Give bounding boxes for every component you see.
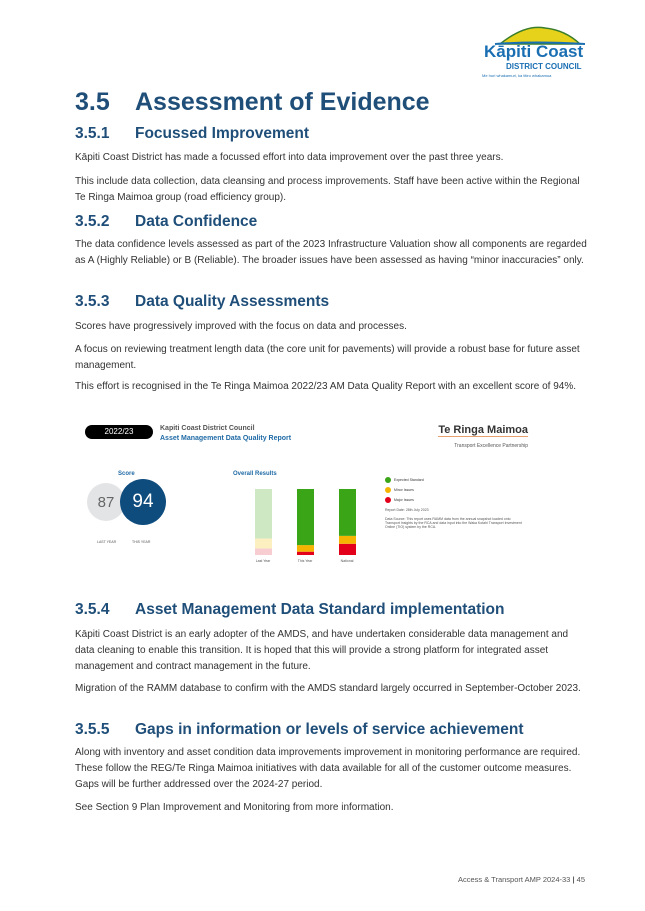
legend-item: Major Issues (385, 497, 414, 503)
paragraph: Scores have progressively improved with … (75, 321, 407, 332)
bar-major-issues (255, 548, 272, 555)
paragraph: This include data collection, data clean… (75, 176, 580, 203)
last-year-label: LAST YEAR (97, 540, 117, 544)
legend-item: Expected Standard (385, 477, 424, 483)
bar-major-issues (339, 543, 356, 555)
green-dot-icon (385, 477, 391, 483)
brand-subtitle: Transport Excellence Partnership (454, 443, 528, 449)
paragraph: This effort is recognised in the Te Ring… (75, 381, 577, 392)
page-number: 45 (576, 875, 585, 884)
year-badge: 2022/23 (85, 425, 153, 439)
results-label: Overall Results (233, 471, 277, 477)
bar-minor-issues (339, 535, 356, 544)
page-footer: Access & Transport AMP 2024-33 | 45 (457, 875, 585, 884)
category-label: This Year (298, 559, 313, 563)
paragraph: Kāpiti Coast District has made a focusse… (75, 152, 504, 163)
bar-minor-issues (297, 545, 314, 552)
paragraph: See Section 9 Plan Improvement and Monit… (75, 802, 394, 813)
bar-expected-standard (339, 489, 356, 536)
paragraph: Kāpiti Coast District is an early adopte… (75, 629, 569, 672)
paragraph: A focus on reviewing treatment length da… (75, 344, 580, 371)
paragraph: The data confidence levels assessed as p… (75, 239, 587, 266)
report-title: Asset Management Data Quality Report (160, 435, 292, 442)
report-date: Report Date: 28th July 2023 (385, 508, 429, 512)
results-chart: Last Year This Year National (255, 489, 356, 563)
brand-logo: Te Ringa Maimoa (438, 424, 528, 437)
data-source: Data Source: This report uses RAMM data … (385, 517, 522, 529)
last-year-score: 87 (87, 483, 125, 521)
data-quality-report-image: 2022/23 Kapiti Coast District Council As… (75, 415, 540, 580)
red-dot-icon (385, 497, 391, 503)
category-label: National (341, 559, 354, 563)
category-label: Last Year (256, 559, 271, 563)
report-council: Kapiti Coast District Council (160, 425, 255, 432)
paragraph: Along with inventory and asset condition… (75, 747, 581, 790)
legend-item: Minor Issues (385, 487, 414, 493)
bar-minor-issues (255, 538, 272, 549)
paragraph: Migration of the RAMM database to confir… (75, 683, 581, 694)
this-year-label: THIS YEAR (132, 540, 151, 544)
bar-major-issues (297, 551, 314, 555)
this-year-score: 94 (120, 479, 166, 525)
bar-expected-standard (297, 489, 314, 546)
bar-expected-standard (255, 489, 272, 539)
amber-dot-icon (385, 487, 391, 493)
score-label: Score (118, 471, 135, 477)
